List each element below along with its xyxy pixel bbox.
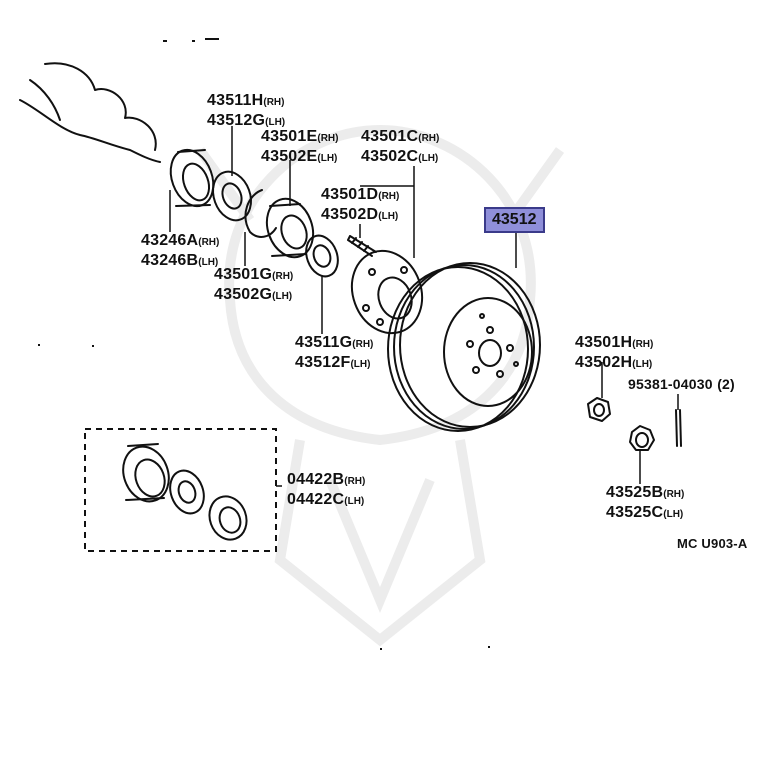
label-43246a: 43246A(RH) 43246B(LH) bbox=[141, 232, 219, 272]
leader-lines bbox=[169, 126, 679, 487]
side-suffix: (LH) bbox=[632, 359, 653, 370]
brake-disc-rotor bbox=[387, 262, 541, 432]
side-suffix: (RH) bbox=[663, 489, 685, 500]
part-number: 43502H bbox=[575, 354, 633, 371]
side-suffix: (LH) bbox=[265, 117, 286, 128]
part-number: 43512 bbox=[492, 211, 537, 228]
side-suffix: (LH) bbox=[272, 291, 293, 302]
part-number: 43246A bbox=[141, 232, 199, 249]
label-43501c: 43501C(RH) 43502C(LH) bbox=[361, 128, 439, 168]
part-number: 95381-04030 bbox=[628, 376, 713, 392]
side-suffix: (RH) bbox=[632, 339, 654, 350]
highlighted-part-43512[interactable]: 43512 bbox=[484, 207, 545, 233]
label-43501d: 43501D(RH) 43502D(LH) bbox=[321, 186, 399, 226]
part-number: 43512F bbox=[295, 354, 351, 371]
part-number: 43525B bbox=[606, 484, 664, 501]
axle-hub bbox=[350, 249, 424, 335]
cotter-pin bbox=[675, 409, 682, 447]
side-suffix: (RH) bbox=[263, 97, 285, 108]
part-number: 43502C bbox=[361, 148, 419, 165]
part-number: 43502D bbox=[321, 206, 379, 223]
part-number: 43511G bbox=[295, 334, 353, 351]
part-number: 43501D bbox=[321, 186, 379, 203]
outer-bearing bbox=[212, 170, 252, 222]
part-number: 43525C bbox=[606, 504, 664, 521]
side-suffix: (RH) bbox=[198, 237, 220, 248]
part-number: 43502G bbox=[214, 286, 273, 303]
label-43501h: 43501H(RH) 43502H(LH) bbox=[575, 334, 653, 374]
side-suffix: (RH) bbox=[344, 476, 366, 487]
label-04422b: 04422B(RH) 04422C(LH) bbox=[287, 471, 365, 511]
label-95381: 95381-04030 (2) bbox=[628, 375, 735, 394]
side-suffix: (RH) bbox=[352, 339, 374, 350]
label-43511g: 43511G(RH) 43512F(LH) bbox=[295, 334, 373, 374]
side-suffix: (LH) bbox=[350, 359, 371, 370]
side-suffix: (RH) bbox=[317, 133, 339, 144]
side-suffix: (LH) bbox=[378, 211, 399, 222]
lock-cap bbox=[629, 425, 655, 451]
part-number: 43501H bbox=[575, 334, 633, 351]
kit-box bbox=[84, 428, 277, 552]
hub-bolt bbox=[347, 235, 377, 257]
side-suffix: (RH) bbox=[272, 271, 294, 282]
inner-seal bbox=[305, 234, 339, 278]
part-number: 43501E bbox=[261, 128, 318, 145]
side-suffix: (RH) bbox=[418, 133, 440, 144]
part-number: 43246B bbox=[141, 252, 199, 269]
stray-marks bbox=[38, 38, 490, 650]
side-suffix: (LH) bbox=[418, 153, 439, 164]
part-number: 43502E bbox=[261, 148, 318, 165]
side-suffix: (RH) bbox=[378, 191, 400, 202]
part-number: 43501G bbox=[214, 266, 273, 283]
hub-nut bbox=[587, 397, 611, 422]
side-suffix: (LH) bbox=[344, 496, 365, 507]
part-number: 43511H bbox=[207, 92, 264, 109]
part-number: 04422C bbox=[287, 491, 345, 508]
label-43501g: 43501G(RH) 43502G(LH) bbox=[214, 266, 293, 306]
diagram-code: MC U903-A bbox=[677, 535, 747, 553]
drive-shaft bbox=[19, 62, 161, 163]
bearing-kit-parts bbox=[122, 443, 248, 541]
dust-seal bbox=[169, 148, 215, 208]
label-43501e: 43501E(RH) 43502E(LH) bbox=[261, 128, 338, 168]
side-suffix: (LH) bbox=[317, 153, 338, 164]
quantity: (2) bbox=[717, 376, 735, 392]
label-43525b: 43525B(RH) 43525C(LH) bbox=[606, 484, 684, 524]
part-number: 43501C bbox=[361, 128, 419, 145]
side-suffix: (LH) bbox=[198, 257, 219, 268]
figure-code: MC U903-A bbox=[677, 536, 748, 551]
part-number: 04422B bbox=[287, 471, 345, 488]
label-43511h: 43511H(RH) 43512G(LH) bbox=[207, 92, 285, 132]
hub-bearing bbox=[265, 197, 315, 259]
part-number: 43512G bbox=[207, 112, 266, 129]
side-suffix: (LH) bbox=[663, 509, 684, 520]
